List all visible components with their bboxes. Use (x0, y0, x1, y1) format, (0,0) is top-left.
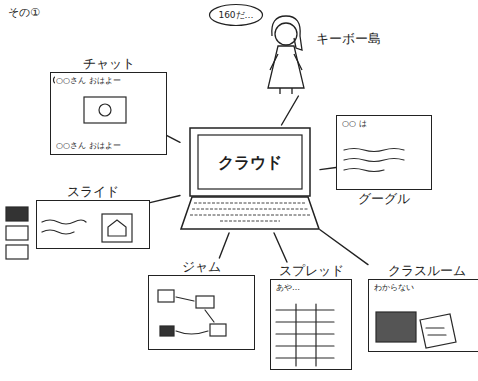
window-text: ○○さん おはよー (55, 141, 122, 151)
connector-line (150, 195, 180, 202)
connector-line (320, 230, 368, 265)
text-scribble (426, 328, 446, 335)
person-name: キーボー島 (314, 30, 383, 47)
dress (268, 46, 304, 88)
sheet-grid (276, 304, 334, 366)
laptop-screen (198, 135, 302, 189)
node-win: ○○ はグーグル (336, 115, 432, 207)
slide-thumb (6, 226, 28, 240)
text-scribble (344, 169, 384, 172)
slide-thumb (6, 245, 28, 259)
hair (272, 16, 302, 50)
paper-sheet (420, 314, 456, 348)
bubble-outline (210, 5, 263, 26)
node-laptop: クラウド (180, 125, 320, 233)
connector-line (219, 233, 229, 258)
node-win: ジャム (148, 258, 255, 350)
limbs (270, 54, 302, 94)
window-title: クラスルーム (368, 262, 478, 279)
node-win: クラスルームわからない (368, 262, 478, 352)
sticky-link (176, 297, 214, 334)
keyboard-keys (190, 203, 310, 221)
window-text: わからない (373, 283, 415, 293)
text-scribble (42, 220, 86, 224)
node-win: スライド (36, 183, 150, 249)
node-bubble: 160だ… (208, 3, 264, 27)
person-figure (258, 10, 313, 96)
house-picture (108, 220, 126, 236)
laptop-lid (190, 128, 310, 196)
house-picture (102, 214, 132, 242)
app-window: ○○さん おはよー ○○さん おはよー (50, 72, 167, 155)
window-text: あや… (275, 283, 301, 293)
sticky-note (210, 324, 226, 336)
screen-title: クラウド (216, 154, 284, 171)
speech-text: 160だ… (217, 10, 254, 20)
app-window: わからない (368, 279, 478, 352)
chat-image (84, 97, 126, 123)
app-window (148, 275, 255, 350)
class-screen (376, 312, 416, 342)
node-win: スプレッドあや… (270, 262, 352, 370)
text-scribble (344, 159, 404, 162)
node-person: キーボー島 (258, 10, 389, 96)
slide-thumb (6, 207, 28, 221)
window-title: チャット (50, 55, 167, 72)
face (275, 23, 297, 45)
app-window (36, 200, 150, 249)
window-title: ジャム (148, 258, 255, 275)
text-scribble (344, 149, 404, 152)
screen-area: クラウド (198, 135, 302, 189)
connector-line (282, 96, 299, 125)
laptop-base (181, 197, 319, 229)
text-scribble (42, 230, 74, 234)
connector-line (274, 233, 287, 262)
sticky-note (158, 290, 174, 302)
connector-line (167, 136, 180, 143)
window-text: ○○さん おはよー (55, 76, 122, 86)
window-title: スライド (36, 183, 150, 200)
window-text: ○○ は (341, 119, 368, 129)
window-title: グーグル (336, 190, 432, 207)
chat-icon (99, 104, 111, 116)
app-window: ○○ は (336, 115, 432, 190)
laptop-outline (180, 125, 320, 233)
sheet-number: その① (8, 5, 40, 20)
sticky-note (160, 326, 174, 336)
window-title: スプレッド (270, 262, 352, 279)
sticky-note (196, 296, 214, 308)
app-window: あや… (270, 279, 352, 370)
connector-line (320, 167, 336, 169)
node-win: チャット ○○さん おはよー ○○さん おはよー (50, 55, 167, 155)
